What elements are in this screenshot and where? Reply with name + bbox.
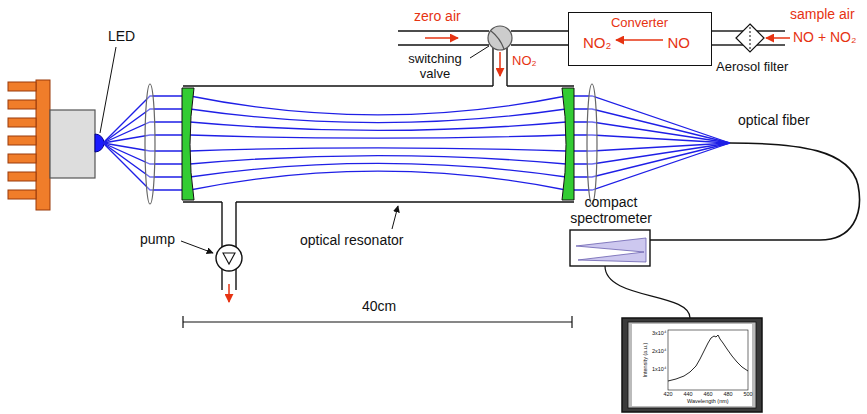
species-label: NO₂ bbox=[583, 34, 611, 51]
part-label: optical resonator bbox=[300, 232, 404, 248]
heat-sink bbox=[8, 80, 50, 210]
pipe-wall bbox=[221, 269, 222, 290]
spectrum-curve bbox=[668, 335, 748, 381]
light-ray bbox=[103, 135, 730, 143]
heat-sink-fin bbox=[8, 136, 36, 145]
converter-box: ConverterNO₂ NO bbox=[568, 12, 712, 66]
heat-sink-fin bbox=[8, 190, 36, 199]
scale-tick bbox=[182, 316, 183, 328]
box-title: Converter bbox=[611, 16, 668, 31]
pipe-wall bbox=[221, 202, 222, 247]
part-label: pump bbox=[140, 231, 175, 247]
light-beam bbox=[103, 96, 730, 190]
species-label: NO bbox=[668, 34, 691, 51]
part-label: optical fiber bbox=[738, 112, 810, 128]
flow-arrow bbox=[766, 37, 790, 39]
pipe-wall bbox=[235, 269, 236, 290]
part-label: compact spectrometer bbox=[556, 194, 666, 226]
axis-tick-label: 2x10⁴ bbox=[652, 348, 666, 354]
scale-tick bbox=[571, 316, 572, 328]
pipe-wall bbox=[757, 44, 785, 45]
leader-arrow bbox=[392, 206, 398, 229]
heat-sink-plate bbox=[36, 80, 50, 210]
leader-arrow bbox=[181, 241, 213, 253]
tube-wall bbox=[507, 85, 574, 87]
flow-arrow bbox=[228, 284, 230, 302]
aerosol-filter bbox=[736, 24, 764, 52]
scale-bar bbox=[183, 316, 572, 328]
light-ray bbox=[103, 122, 730, 143]
light-ray bbox=[103, 109, 730, 143]
pipe-wall bbox=[511, 30, 568, 31]
light-ray bbox=[103, 143, 730, 190]
heat-sink-fin bbox=[8, 100, 36, 109]
part-label: LED bbox=[108, 28, 135, 44]
part-label: Aerosol filter bbox=[716, 60, 788, 75]
axis-tick-label: 420 bbox=[664, 391, 673, 397]
flow-arrow bbox=[425, 37, 458, 39]
optical-fiber bbox=[650, 143, 859, 240]
monitor-bezel bbox=[628, 322, 756, 408]
axis-tick-label: 1x10⁴ bbox=[652, 366, 666, 372]
heat-sink-fin bbox=[8, 172, 36, 181]
conversion-arrow bbox=[616, 39, 663, 41]
light-ray bbox=[103, 143, 730, 164]
lens bbox=[587, 84, 597, 204]
pipe-wall bbox=[712, 30, 743, 31]
converter-ground bbox=[568, 12, 712, 66]
axis-tick-label: 460 bbox=[704, 391, 713, 397]
pipe-wall bbox=[511, 44, 568, 45]
scale-line bbox=[183, 321, 572, 322]
axis-title: Wavelength (nm) bbox=[687, 398, 729, 404]
filter-membrane bbox=[750, 27, 751, 49]
heat-sink-fin bbox=[8, 82, 36, 91]
plot-frame bbox=[668, 330, 748, 390]
switching-valve bbox=[488, 26, 512, 50]
pipe-wall bbox=[235, 202, 236, 247]
light-ray bbox=[103, 143, 730, 151]
tube-wall bbox=[183, 85, 493, 87]
valve-flap bbox=[491, 31, 504, 49]
led-housing bbox=[50, 110, 95, 178]
pump-triangle bbox=[223, 253, 235, 264]
mirror bbox=[182, 88, 194, 200]
spectrometer-box bbox=[570, 230, 650, 266]
axis-tick-label: 480 bbox=[724, 391, 733, 397]
leader-line bbox=[100, 47, 116, 133]
pipe-wall bbox=[398, 44, 489, 45]
light-ray bbox=[103, 96, 730, 143]
flow-label: zero air bbox=[414, 8, 461, 24]
heat-sink-fin bbox=[8, 118, 36, 127]
data-cable bbox=[605, 266, 690, 318]
resonator-tube bbox=[183, 86, 574, 202]
axis-tick-label: 440 bbox=[684, 391, 693, 397]
mirror bbox=[562, 88, 574, 200]
flow-label: NO₂ bbox=[512, 54, 537, 69]
axis-tick-label: 3x10⁴ bbox=[652, 330, 666, 336]
pipe-wall bbox=[398, 30, 489, 31]
part-label: switching valve bbox=[402, 52, 468, 82]
lens bbox=[145, 84, 155, 204]
flow-arrow bbox=[499, 52, 501, 76]
axis-title: Intensity (a.u.) bbox=[642, 343, 648, 378]
tube-wall bbox=[183, 201, 222, 203]
spectrometer-beam bbox=[576, 238, 646, 262]
pipe-wall bbox=[757, 30, 785, 31]
monitor-frame bbox=[622, 318, 762, 412]
monitor-screen bbox=[632, 324, 752, 406]
flow-label: NO + NO₂ bbox=[793, 29, 856, 45]
heat-sink-fin bbox=[8, 154, 36, 163]
pipe-wall bbox=[712, 44, 743, 45]
axis-tick-label: 500 bbox=[744, 391, 753, 397]
pipe-wall bbox=[506, 48, 507, 86]
led-emitter bbox=[95, 134, 104, 152]
tube-wall bbox=[236, 201, 574, 203]
pipe-wall bbox=[492, 48, 493, 86]
pump-symbol bbox=[216, 245, 242, 271]
leader-line bbox=[470, 46, 489, 58]
dimension-label: 40cm bbox=[362, 298, 396, 314]
flow-label: sample air bbox=[790, 6, 855, 22]
